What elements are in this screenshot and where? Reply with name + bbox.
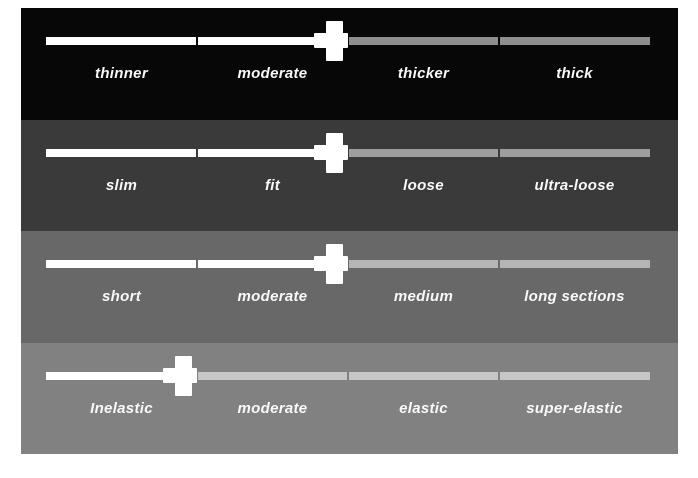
- elasticity-slider-label-moderate: moderate: [237, 399, 308, 417]
- slider-panel-stack: thinner moderate thicker thick slim fit …: [21, 8, 678, 454]
- elasticity-slider-label-elastic: elastic: [399, 399, 448, 417]
- length-slider: short moderate medium long sections: [46, 231, 650, 343]
- fit-slider-label-slim: slim: [105, 176, 138, 194]
- fit-slider-label-loose: loose: [403, 176, 444, 194]
- fit-slider-label-ultra-loose: ultra-loose: [534, 176, 615, 194]
- slider-handle[interactable]: [163, 355, 197, 396]
- segment-divider: [498, 37, 500, 45]
- fit-slider-label-fit: fit: [264, 176, 281, 194]
- fit-slider: slim fit loose ultra-loose: [46, 120, 650, 232]
- slider-labels: Inelastic moderate elastic super-elastic: [46, 400, 650, 417]
- thickness-slider-label-thicker: thicker: [397, 65, 450, 82]
- segment-divider: [347, 37, 349, 45]
- fit-slider-row: slim fit loose ultra-loose: [21, 119, 678, 232]
- slider-labels: slim fit loose ultra-loose: [46, 177, 650, 194]
- slider-handle-arms: [163, 367, 197, 383]
- elasticity-slider-label-inelastic: Inelastic: [90, 399, 153, 417]
- length-slider-row: short moderate medium long sections: [21, 231, 678, 343]
- slider-labels: thinner moderate thicker thick: [46, 65, 650, 82]
- segment-divider: [347, 148, 349, 157]
- elasticity-slider: Inelastic moderate elastic super-elastic: [46, 343, 650, 455]
- length-slider-label-long-sections: long sections: [524, 288, 625, 305]
- segment-divider: [196, 37, 198, 45]
- segment-divider: [347, 260, 349, 268]
- thickness-slider-label-thick: thick: [556, 65, 593, 82]
- slider-handle[interactable]: [314, 244, 348, 284]
- slider-handle[interactable]: [314, 21, 348, 61]
- slider-handle[interactable]: [314, 132, 348, 173]
- length-slider-label-moderate: moderate: [237, 288, 308, 305]
- thickness-slider-label-moderate: moderate: [237, 65, 308, 82]
- slider-handle-arms: [314, 144, 348, 160]
- thickness-slider-row: thinner moderate thicker thick: [21, 8, 678, 120]
- slider-labels: short moderate medium long sections: [46, 288, 650, 305]
- elasticity-slider-label-super-elastic: super-elastic: [526, 399, 623, 417]
- slider-handle-arms: [314, 33, 348, 48]
- length-slider-label-short: short: [102, 288, 141, 305]
- segment-divider: [196, 260, 198, 268]
- segment-divider: [498, 371, 500, 380]
- segment-divider: [498, 260, 500, 268]
- segment-divider: [347, 371, 349, 380]
- thickness-slider-label-thinner: thinner: [95, 65, 148, 82]
- slider-track-fill: [46, 371, 197, 380]
- elasticity-slider-row: Inelastic moderate elastic super-elastic: [21, 342, 678, 455]
- length-slider-label-medium: medium: [393, 288, 454, 305]
- segment-divider: [196, 148, 198, 157]
- thickness-slider: thinner moderate thicker thick: [46, 8, 650, 120]
- segment-divider: [498, 148, 500, 157]
- segment-divider: [196, 371, 198, 380]
- slider-handle-arms: [314, 256, 348, 271]
